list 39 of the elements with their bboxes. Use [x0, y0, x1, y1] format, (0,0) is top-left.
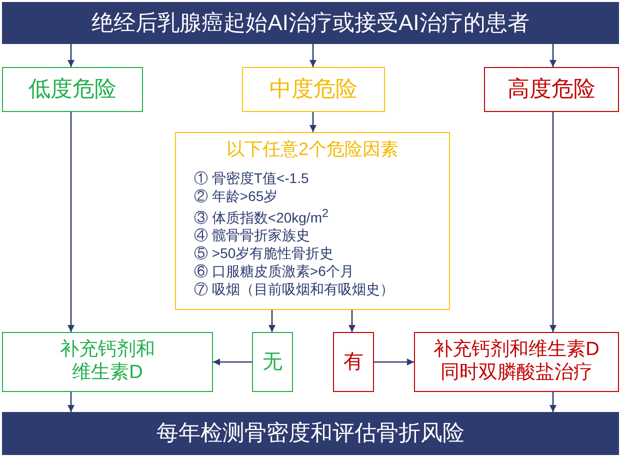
list-item: ③ 体质指数<20kg/m$^{2}$ [194, 206, 328, 226]
treatment-box [2, 332, 213, 392]
answer-box [252, 332, 293, 392]
list-item: ⑤ >50岁有脆性骨折史 [194, 244, 334, 262]
box-label: 中度危险 [270, 76, 358, 103]
risk-factor-box [175, 132, 450, 310]
box-label: 无 [262, 350, 282, 374]
arrow [550, 392, 556, 412]
arrow [268, 310, 276, 332]
arrow [68, 44, 74, 67]
arrow [68, 112, 74, 332]
box-label: 补充钙剂和维生素D [59, 339, 156, 385]
risk-box [2, 67, 143, 112]
risk-box [242, 67, 385, 112]
risk-box [484, 67, 619, 112]
box-label: 补充钙剂和维生素D同时双膦酸盐治疗 [432, 339, 600, 385]
box-label: 每年检测骨密度和评估骨折风险 [156, 420, 464, 447]
box-label: 高度危险 [508, 76, 596, 103]
arrow [348, 310, 356, 332]
list-item: ② 年龄>65岁 [194, 186, 278, 205]
arrow [550, 44, 556, 67]
box-label: 低度危险 [28, 76, 116, 103]
arrow [310, 112, 316, 132]
arrow [310, 44, 316, 67]
answer-box [333, 332, 374, 392]
arrow [213, 358, 252, 366]
list-item: ① 骨密度T值<-1.5 [194, 168, 309, 187]
box-label: 有 [344, 350, 364, 374]
list-item: ⑥ 口服糖皮质激素>6个月 [194, 262, 354, 280]
list-item: ⑦ 吸烟（目前吸烟和有吸烟史） [194, 280, 394, 298]
title-banner [2, 2, 619, 44]
box-heading: 以下任意2个危险因素 [226, 139, 398, 161]
result-banner [2, 412, 619, 455]
treatment-box [414, 332, 619, 392]
list-item: ④ 髋骨骨折家族史 [194, 226, 310, 244]
box-label: 绝经后乳腺癌起始AI治疗或接受AI治疗的患者 [92, 10, 530, 36]
arrow [374, 358, 414, 366]
arrow [68, 392, 74, 412]
arrow [550, 112, 556, 332]
